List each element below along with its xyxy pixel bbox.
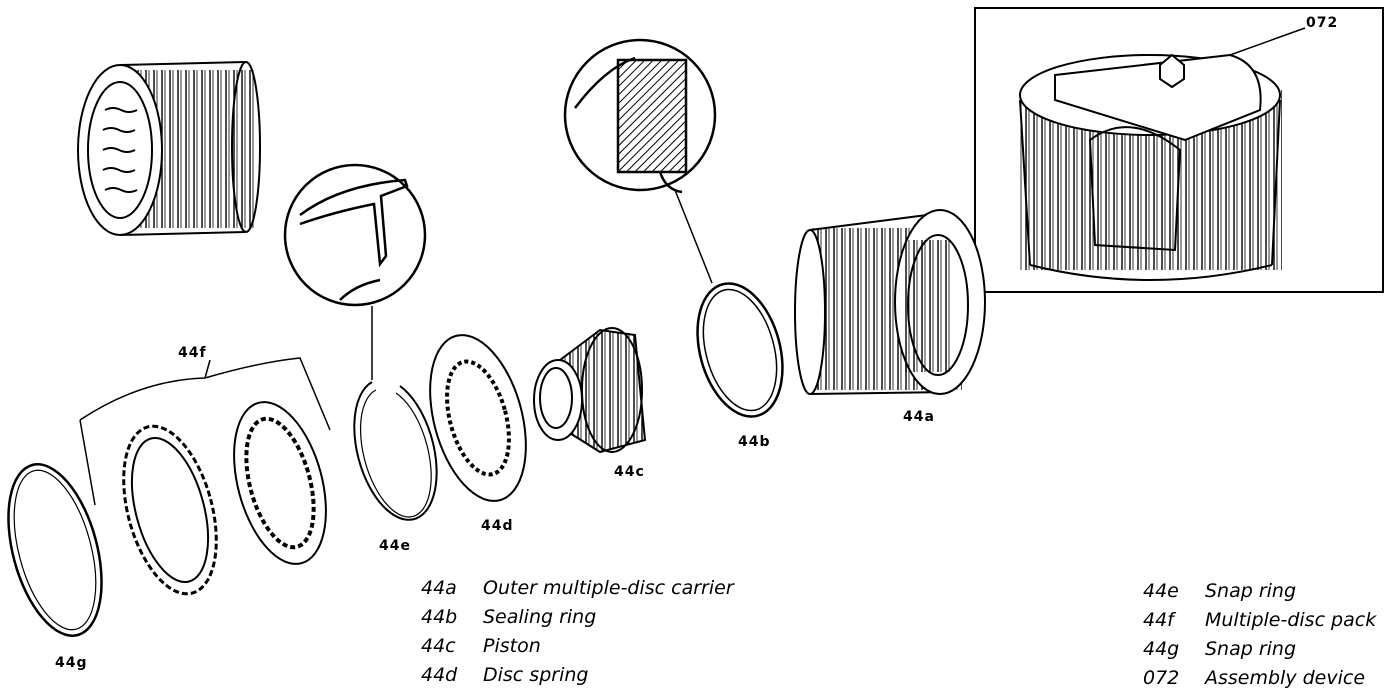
- legend-code: 44c: [421, 635, 456, 657]
- callout-44g: 44g: [55, 655, 88, 671]
- legend-code: 44a: [421, 577, 457, 599]
- legend-item: 44d Disc spring: [421, 661, 734, 690]
- legend-left: 44a Outer multiple-disc carrier 44b Sealin…: [421, 574, 734, 690]
- legend-item: 44e Snap ring: [1143, 577, 1376, 606]
- assembly-device-072: [974, 7, 1384, 293]
- outer-carrier-drum-top: [77, 61, 261, 236]
- callout-44d: 44d: [481, 518, 514, 534]
- legend-text: Outer multiple-disc carrier: [483, 577, 734, 599]
- callout-44e: 44e: [379, 538, 411, 554]
- legend-item: 44a Outer multiple-disc carrier: [421, 574, 734, 603]
- legend-code: 44d: [421, 664, 458, 686]
- callout-072: 072: [1306, 15, 1338, 31]
- detail-circle-snap-ring: [283, 163, 427, 380]
- legend-code: 44g: [1143, 638, 1180, 660]
- callout-44b: 44b: [738, 434, 771, 450]
- multiple-disc-pack-44f: [79, 357, 331, 596]
- legend-code: 44f: [1143, 609, 1174, 631]
- legend-item: 44b Sealing ring: [421, 603, 734, 632]
- callout-44c: 44c: [614, 464, 645, 480]
- legend-text: Disc spring: [483, 664, 589, 686]
- legend-code: 072: [1143, 667, 1180, 689]
- detail-circle-sealing-ring: [563, 38, 717, 284]
- legend-code: 44e: [1143, 580, 1179, 602]
- legend-item: 072 Assembly device: [1143, 664, 1376, 693]
- callout-44a: 44a: [903, 409, 935, 425]
- legend-item: 44f Multiple-disc pack: [1143, 606, 1376, 635]
- sealing-ring-44b: [696, 282, 784, 418]
- snap-ring-44e: [353, 381, 438, 521]
- legend-item: 44g Snap ring: [1143, 635, 1376, 664]
- legend-text: Snap ring: [1205, 580, 1297, 602]
- legend-text: Multiple-disc pack: [1205, 609, 1377, 631]
- callout-44f: 44f: [178, 345, 207, 361]
- outer-carrier-44a: [794, 209, 986, 395]
- piston-44c: [533, 327, 647, 454]
- disc-spring-44d: [429, 334, 527, 502]
- legend-text: Sealing ring: [483, 606, 597, 628]
- snap-ring-44g: [7, 463, 103, 637]
- legend-item: 44c Piston: [421, 632, 734, 661]
- legend-text: Assembly device: [1205, 667, 1366, 689]
- legend-text: Piston: [483, 635, 541, 657]
- legend-code: 44b: [421, 606, 458, 628]
- legend-text: Snap ring: [1205, 638, 1297, 660]
